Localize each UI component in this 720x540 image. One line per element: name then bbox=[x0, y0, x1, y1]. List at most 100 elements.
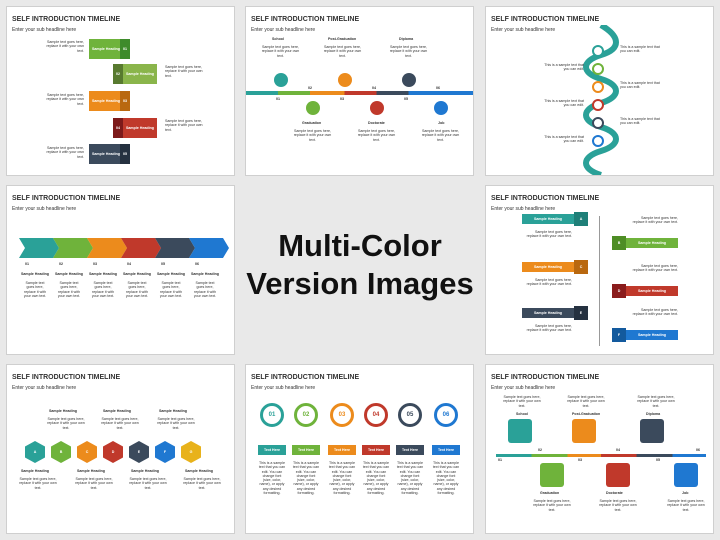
hex-heading: Sample Heading bbox=[131, 469, 159, 473]
sample-text: Sample text goes here, replace it with y… bbox=[632, 216, 678, 225]
heading-block-04: Sample Heading bbox=[123, 118, 157, 138]
hexagon-e bbox=[129, 441, 149, 463]
step-heading: Sample Heading bbox=[89, 272, 117, 276]
chevron-step bbox=[155, 238, 195, 258]
slide-title: SELF INTRODUCTION TIMELINE bbox=[491, 195, 600, 202]
slide-subtitle: Enter your sub headline here bbox=[491, 27, 556, 33]
stage-label: Post-Graduation bbox=[328, 37, 357, 41]
text-here-tag: Text Here bbox=[258, 445, 286, 455]
hexagon-c bbox=[77, 441, 97, 463]
letter-e: E bbox=[574, 306, 588, 320]
sample-text: Sample text goes here, replace it with y… bbox=[323, 45, 362, 58]
hexagon-g bbox=[181, 441, 201, 463]
sample-text: Sample text goes here, replace it with y… bbox=[19, 477, 57, 490]
letter-c: C bbox=[574, 260, 588, 274]
sample-text: Sample text goes here, replace it with y… bbox=[526, 324, 572, 333]
step-heading: Sample Heading bbox=[55, 272, 83, 276]
stage-box bbox=[606, 463, 630, 487]
timeline-number: 03 bbox=[340, 97, 344, 101]
hex-letter: G bbox=[189, 450, 193, 454]
timeline-number: 01 bbox=[276, 97, 280, 101]
sample-text: Sample text goes here, replace it with y… bbox=[165, 119, 203, 132]
letter-f: F bbox=[612, 328, 626, 342]
chevron-number: 01 bbox=[25, 262, 29, 266]
text-here-tag: Text Here bbox=[362, 445, 390, 455]
short-text: This is a sample text that you can edit. bbox=[620, 81, 660, 90]
milestone-icon bbox=[306, 101, 320, 115]
slide-1[interactable]: SELF INTRODUCTION TIMELINE Enter your su… bbox=[6, 6, 235, 176]
ring-number: 03 bbox=[338, 412, 346, 418]
sample-text: Sample text goes here, replace it with y… bbox=[157, 417, 195, 430]
slide-title: SELF INTRODUCTION TIMELINE bbox=[251, 16, 360, 23]
hexagon-b bbox=[51, 441, 71, 463]
hex-letter: F bbox=[163, 450, 167, 454]
timeline-number: 02 bbox=[538, 448, 542, 452]
timeline-number: 05 bbox=[656, 458, 660, 462]
timeline-number: 05 bbox=[404, 97, 408, 101]
slide-subtitle: Enter your sub headline here bbox=[251, 27, 316, 33]
slide-6[interactable]: SELF INTRODUCTION TIMELINE Enter your su… bbox=[485, 185, 714, 355]
heading-block-02: Sample Heading bbox=[123, 64, 157, 84]
milestone-icon bbox=[434, 101, 448, 115]
stage-label: Doctorate bbox=[606, 491, 623, 495]
slide-4[interactable]: SELF INTRODUCTION TIMELINE Enter your su… bbox=[6, 185, 235, 355]
stage-box bbox=[508, 419, 532, 443]
hex-letter: C bbox=[85, 450, 89, 454]
sample-text: Sample text goes here, replace it with y… bbox=[101, 417, 139, 430]
sample-text: Sample text goes here, replace it with y… bbox=[46, 93, 84, 106]
step-heading: Sample Heading bbox=[191, 272, 219, 276]
hex-letter: A bbox=[33, 450, 37, 454]
heading-block-01: Sample Heading bbox=[89, 39, 123, 59]
long-sample-text: This is a sample text that you can edit.… bbox=[328, 461, 356, 496]
milestone-icon bbox=[370, 101, 384, 115]
slide-2[interactable]: SELF INTRODUCTION TIMELINE Enter your su… bbox=[245, 6, 474, 176]
sample-text: Sample text goes here, replace it with y… bbox=[47, 417, 85, 430]
hex-letter: D bbox=[111, 450, 115, 454]
sample-text: Sample text goes here, replace it with y… bbox=[57, 281, 81, 298]
stage-label: Doctorate bbox=[368, 121, 385, 125]
number-circle bbox=[592, 63, 604, 75]
heading-block-05: Sample Heading bbox=[89, 144, 123, 164]
slide-8[interactable]: SELF INTRODUCTION TIMELINE Enter your su… bbox=[245, 364, 474, 534]
number-block-02: 02 bbox=[113, 64, 123, 84]
chevron-step bbox=[121, 238, 161, 258]
slide-title: SELF INTRODUCTION TIMELINE bbox=[491, 374, 600, 381]
slide-subtitle: Enter your sub headline here bbox=[491, 385, 556, 391]
hex-letter: E bbox=[137, 450, 141, 454]
milestone-icon bbox=[402, 73, 416, 87]
number-block-01: 01 bbox=[120, 39, 130, 59]
timeline-number: 01 bbox=[498, 458, 502, 462]
long-sample-text: This is a sample text that you can edit.… bbox=[362, 461, 390, 496]
ring-number: 06 bbox=[442, 412, 450, 418]
sample-text: Sample text goes here, replace it with y… bbox=[193, 281, 217, 298]
slide-title: SELF INTRODUCTION TIMELINE bbox=[12, 195, 121, 202]
hex-heading: Sample Heading bbox=[21, 469, 49, 473]
text-here-tag: Text Here bbox=[328, 445, 356, 455]
chevron-step bbox=[19, 238, 59, 258]
hexagon-d bbox=[103, 441, 123, 463]
sample-text: Sample text goes here, replace it with y… bbox=[125, 281, 149, 298]
timeline-number: 02 bbox=[308, 86, 312, 90]
chevron-step bbox=[87, 238, 127, 258]
number-ring-06 bbox=[434, 403, 458, 427]
heading-banner-f: Sample Heading bbox=[626, 330, 678, 340]
number-ring-02 bbox=[294, 403, 318, 427]
number-block-03: 03 bbox=[120, 91, 130, 111]
sample-text: Sample text goes here, replace it with y… bbox=[503, 395, 541, 408]
ring-number: 02 bbox=[302, 412, 310, 418]
sample-text: Sample text goes here, replace it with y… bbox=[183, 477, 221, 490]
slide-subtitle: Enter your sub headline here bbox=[491, 206, 556, 212]
hex-heading: Sample Heading bbox=[77, 469, 105, 473]
slide-3[interactable]: SELF INTRODUCTION TIMELINE Enter your su… bbox=[485, 6, 714, 176]
sample-text: Sample text goes here, replace it with y… bbox=[567, 395, 605, 408]
timeline-bar bbox=[246, 91, 473, 95]
hex-heading: Sample Heading bbox=[185, 469, 213, 473]
timeline-number: 04 bbox=[372, 86, 376, 90]
sample-text: Sample text goes here, replace it with y… bbox=[159, 281, 183, 298]
slide-title: SELF INTRODUCTION TIMELINE bbox=[12, 16, 121, 23]
hex-letter: B bbox=[59, 450, 63, 454]
slide-7[interactable]: SELF INTRODUCTION TIMELINE Enter your su… bbox=[6, 364, 235, 534]
sample-text: Sample text goes here, replace it with y… bbox=[526, 230, 572, 239]
short-text: This is a sample text that you can edit. bbox=[620, 45, 660, 54]
slide-9[interactable]: SELF INTRODUCTION TIMELINE Enter your su… bbox=[485, 364, 714, 534]
